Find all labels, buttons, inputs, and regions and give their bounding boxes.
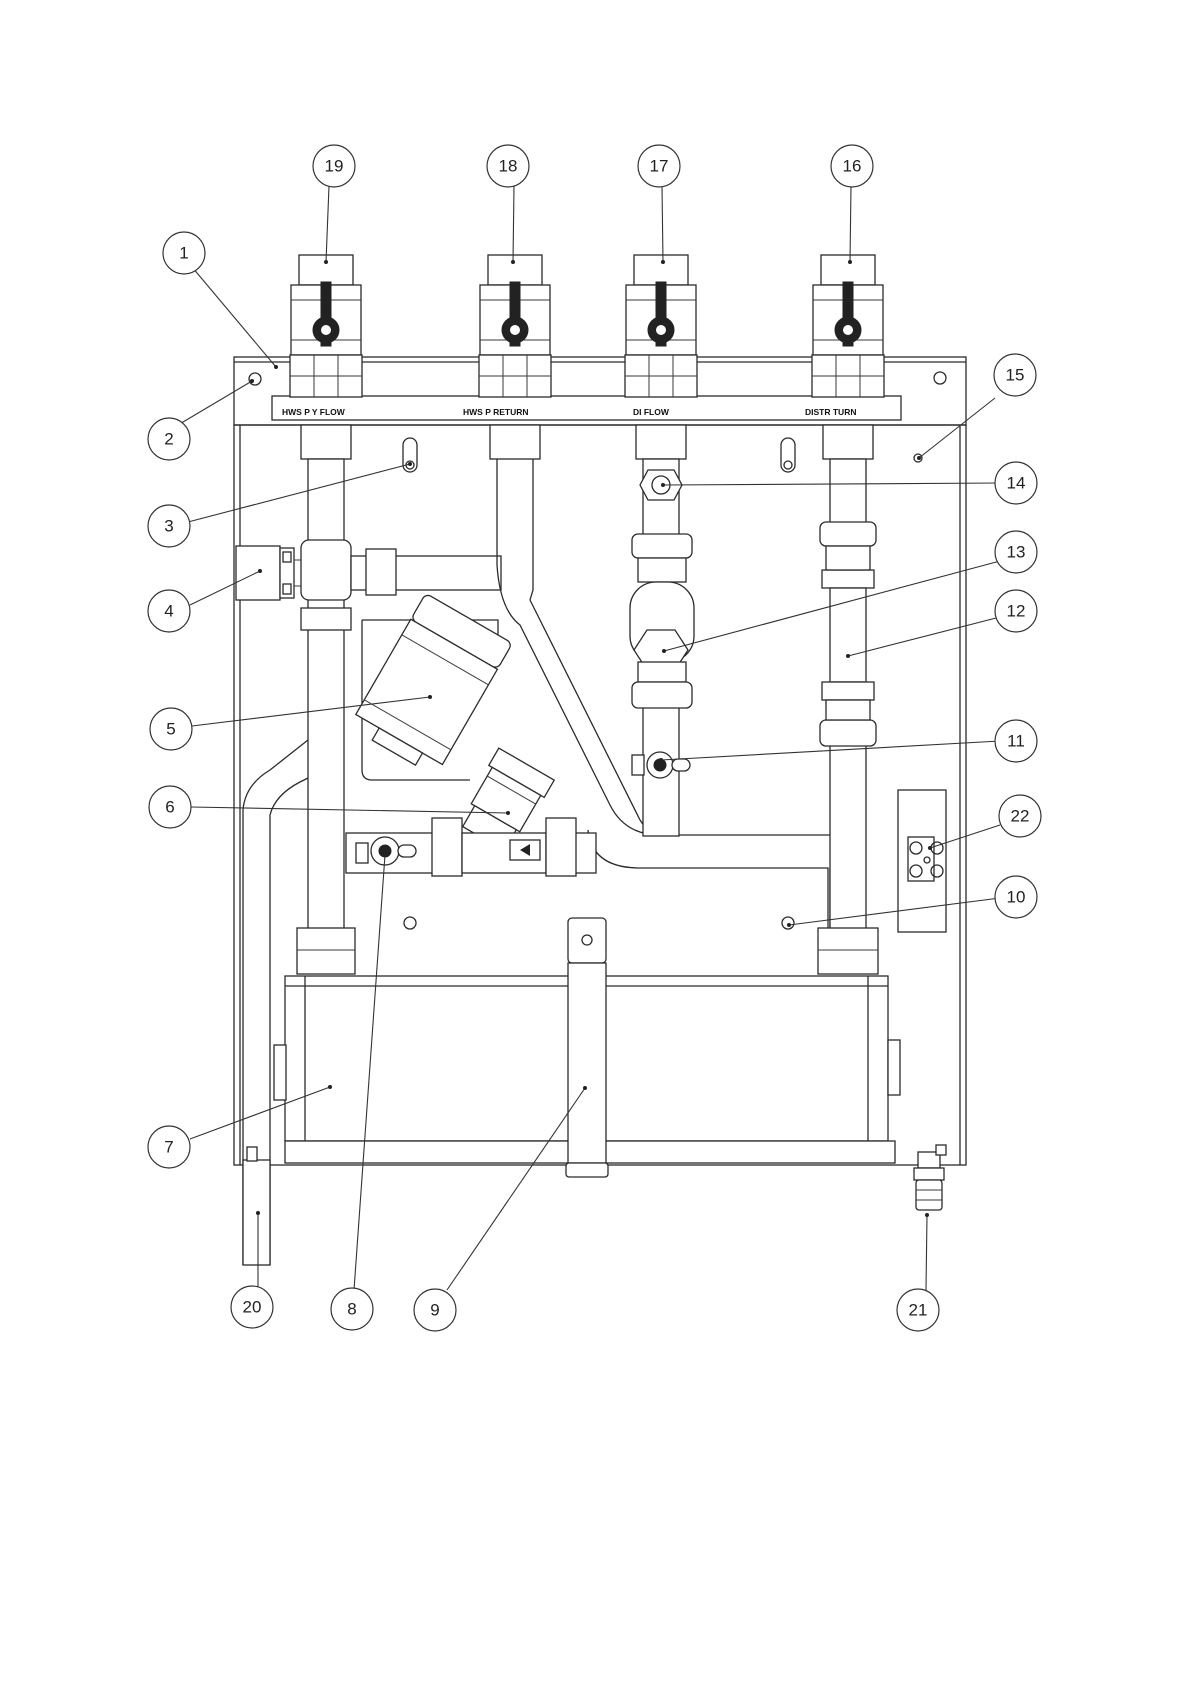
isolation-valves [290, 255, 884, 397]
callout-14: 14 [995, 462, 1037, 504]
svg-text:4: 4 [164, 602, 173, 621]
callout-8: 8 [331, 1288, 373, 1330]
upper-couplings [301, 425, 873, 459]
callout-10: 10 [995, 876, 1037, 918]
label-distribution-return: DISTR TURN [805, 407, 856, 417]
callout-19: 19 [313, 145, 355, 187]
svg-text:15: 15 [1006, 366, 1025, 385]
label-hws-primary-flow: HWS P Y FLOW [282, 407, 346, 417]
label-strip: HWS P Y FLOW HWS P RETURN DI FLOW DISTR … [272, 396, 901, 420]
callout-2: 2 [148, 418, 190, 460]
callout-22: 22 [999, 795, 1041, 837]
svg-text:7: 7 [164, 1138, 173, 1157]
isolation-valve-17 [625, 255, 697, 397]
actuator-5 [349, 593, 513, 776]
isolation-valve-19 [290, 255, 362, 397]
callout-1: 1 [163, 232, 205, 274]
svg-text:13: 13 [1007, 543, 1026, 562]
air-vent-4 [236, 546, 301, 600]
callout-17: 17 [638, 145, 680, 187]
isolation-valve-16 [812, 255, 884, 397]
drain-valve-11 [632, 752, 690, 778]
svg-text:17: 17 [650, 157, 669, 176]
svg-text:5: 5 [166, 720, 175, 739]
callout-18: 18 [487, 145, 529, 187]
isolation-valve-18 [479, 255, 551, 397]
svg-text:22: 22 [1011, 807, 1030, 826]
label-distribution-flow: DI FLOW [633, 407, 670, 417]
callout-6: 6 [149, 786, 191, 828]
svg-text:9: 9 [430, 1301, 439, 1320]
svg-text:3: 3 [164, 517, 173, 536]
callout-11: 11 [995, 720, 1037, 762]
svg-text:6: 6 [165, 798, 174, 817]
callout-16: 16 [831, 145, 873, 187]
svg-text:12: 12 [1007, 602, 1026, 621]
svg-text:10: 10 [1007, 888, 1026, 907]
callout-12: 12 [995, 590, 1037, 632]
svg-text:1: 1 [179, 244, 188, 263]
callout-21: 21 [897, 1289, 939, 1331]
svg-text:8: 8 [347, 1300, 356, 1319]
callout-3: 3 [148, 505, 190, 547]
callout-20: 20 [231, 1286, 273, 1328]
svg-text:14: 14 [1007, 474, 1026, 493]
union-12 [820, 522, 876, 746]
label-hws-primary-return: HWS P RETURN [463, 407, 529, 417]
callout-15: 15 [994, 354, 1036, 396]
strainer-13 [630, 534, 694, 708]
svg-text:19: 19 [325, 157, 344, 176]
cable-gland-21 [914, 1145, 946, 1210]
svg-text:20: 20 [243, 1298, 262, 1317]
callout-13: 13 [995, 531, 1037, 573]
callout-7: 7 [148, 1126, 190, 1168]
svg-text:16: 16 [843, 157, 862, 176]
svg-text:2: 2 [164, 430, 173, 449]
svg-text:11: 11 [1007, 732, 1025, 751]
svg-text:18: 18 [499, 157, 518, 176]
callout-4: 4 [148, 590, 190, 632]
bracket-9 [566, 918, 608, 1177]
callout-9: 9 [414, 1289, 456, 1331]
terminal-block-22 [898, 790, 946, 932]
svg-text:21: 21 [909, 1301, 928, 1320]
callout-5: 5 [150, 708, 192, 750]
